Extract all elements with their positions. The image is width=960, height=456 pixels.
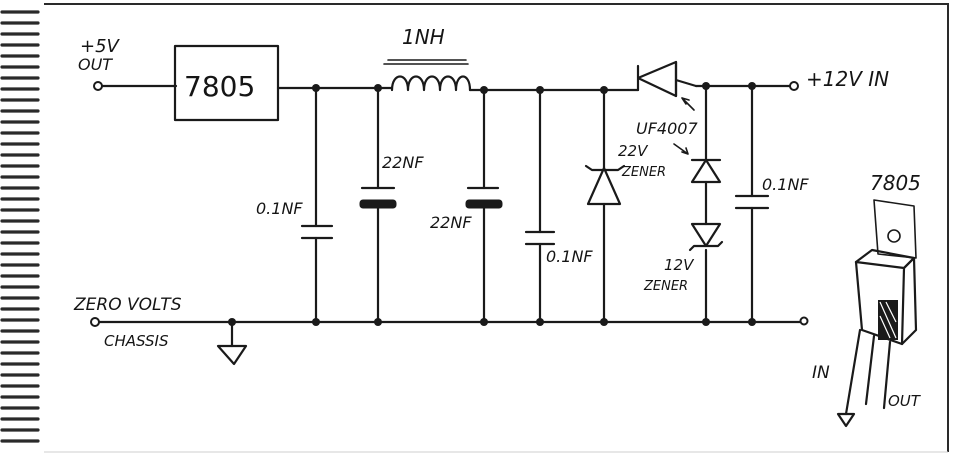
package-title: 7805 — [870, 171, 921, 195]
out5v-label-1: +5V — [80, 36, 121, 57]
diode-label: UF4007 — [636, 119, 698, 138]
package-out-label: OUT — [888, 392, 922, 410]
zener22-label-2: ZENER — [621, 165, 666, 180]
top-rail-wires — [98, 84, 792, 92]
package-7805-drawing: 7805 IN OUT — [812, 171, 922, 428]
cap-mid-label: 0.1NF — [546, 247, 593, 266]
in12v-label: +12V IN — [806, 67, 889, 91]
inductor: 1NH — [383, 25, 472, 92]
ground-terminal — [90, 317, 100, 327]
diode-uf4007: UF4007 — [636, 60, 698, 155]
page-edge — [44, 3, 949, 452]
ground-right-terminal — [799, 316, 809, 326]
in12v-terminal — [789, 81, 799, 91]
cap-mid-01nf: 0.1NF — [524, 88, 593, 324]
out5v-terminal — [93, 81, 103, 91]
zener-12v-branch: 12V ZENER — [643, 84, 724, 324]
cap-electro-2: 22NF — [430, 88, 503, 324]
zener12-label-2: ZENER — [643, 279, 688, 294]
spiral-binding — [0, 0, 44, 456]
regulator-label: 7805 — [184, 70, 255, 103]
inductor-label: 1NH — [402, 25, 445, 49]
zener22-label-1: 22V — [618, 142, 649, 160]
zero-volts-label: ZERO VOLTS — [73, 295, 182, 315]
package-in-label: IN — [812, 363, 830, 383]
cap-electro-2-label: 22NF — [430, 213, 472, 232]
out5v-label-2: OUT — [78, 55, 113, 74]
cap-electro-1: 22NF — [359, 86, 424, 324]
cap-right-label: 0.1NF — [762, 175, 809, 194]
zener12-label-1: 12V — [664, 256, 695, 274]
junction-dots — [228, 82, 756, 326]
chassis-label: CHASSIS — [104, 332, 169, 350]
zener-22v: 22V ZENER — [584, 88, 666, 324]
regulator-7805: 7805 — [173, 44, 280, 122]
cap-right-01nf: 0.1NF — [734, 84, 809, 324]
cap-electro-1-label: 22NF — [382, 153, 424, 172]
cap-left-label: 0.1NF — [256, 199, 303, 218]
cap-left-01nf: 0.1NF — [256, 86, 334, 324]
